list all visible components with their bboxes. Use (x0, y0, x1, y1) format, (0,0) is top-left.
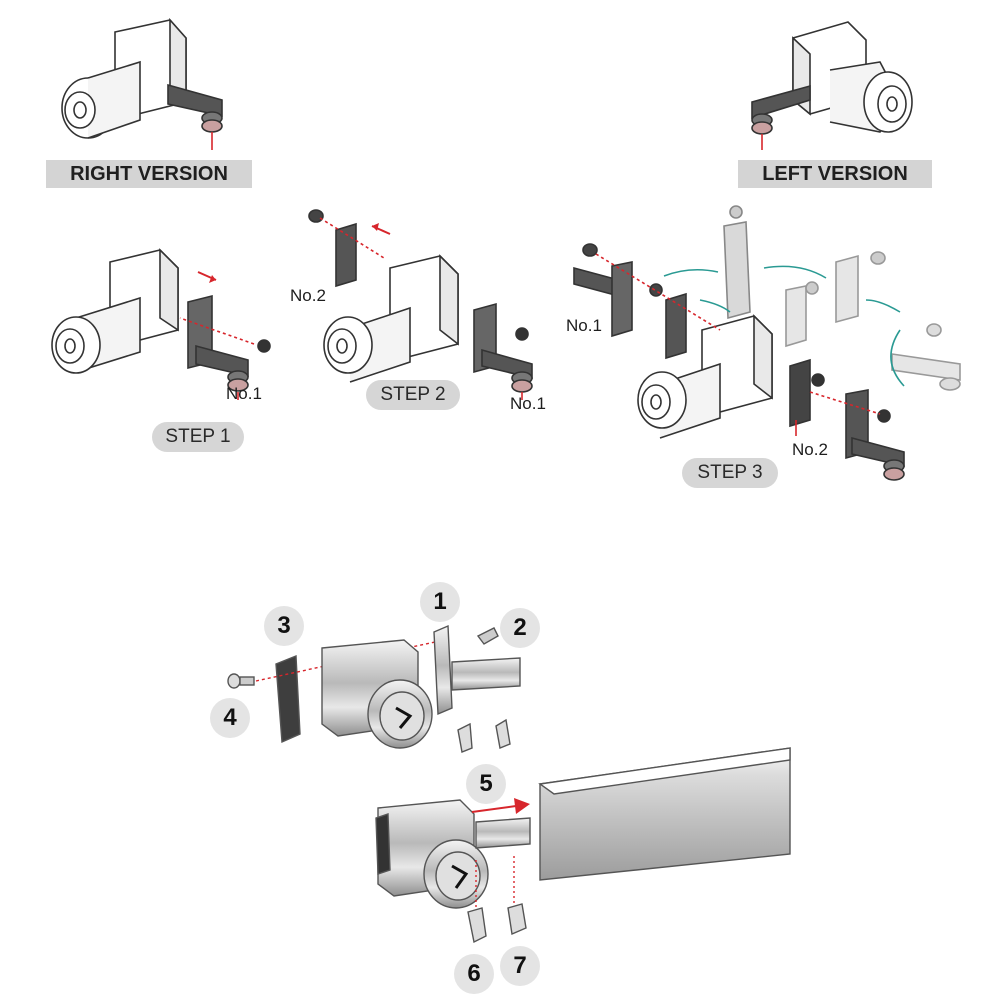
step1-pill: STEP 1 (152, 422, 244, 452)
step2-no2-label: No.2 (290, 286, 326, 305)
callout-6: 6 (454, 954, 494, 994)
step2-pill: STEP 2 (366, 380, 460, 410)
exploded-view (227, 624, 791, 944)
step1-illustration (51, 248, 271, 400)
step2-illustration (308, 209, 533, 400)
callout-4: 4 (210, 698, 250, 738)
callout-7: 7 (500, 946, 540, 986)
step2-no1-label: No.1 (510, 394, 546, 413)
left-version-label: LEFT VERSION (738, 160, 932, 188)
right-version-label: RIGHT VERSION (46, 160, 252, 188)
step3-no2-label: No.2 (792, 440, 828, 459)
callout-5: 5 (466, 764, 506, 804)
callout-1: 1 (420, 582, 460, 622)
step3-no1-label: No.1 (566, 316, 602, 335)
left-version-lock (751, 21, 913, 150)
callout-2: 2 (500, 608, 540, 648)
callout-3: 3 (264, 606, 304, 646)
step3-pill: STEP 3 (682, 458, 778, 488)
step1-no1-label: No.1 (226, 384, 262, 403)
right-version-lock (61, 17, 223, 150)
step3-illustration (573, 205, 961, 481)
